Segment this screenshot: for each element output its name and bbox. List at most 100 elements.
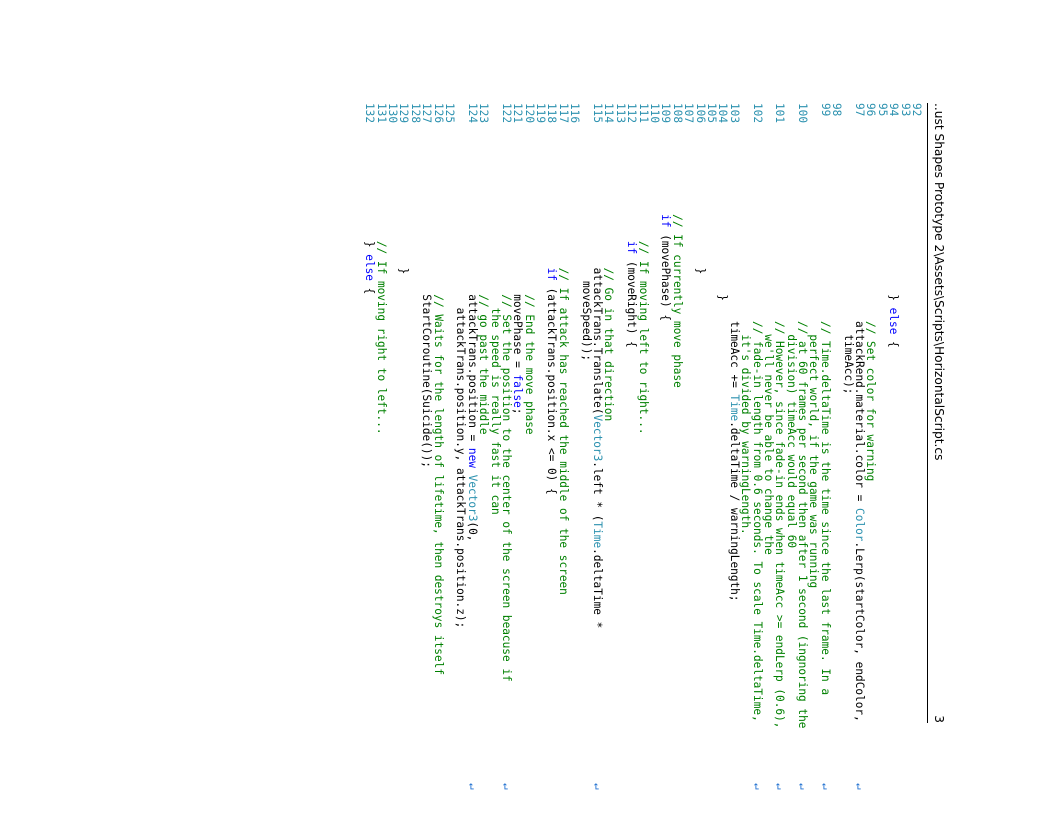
line-number: 94: [887, 103, 901, 117]
line-number: 108: [670, 103, 684, 124]
page-header: ..ust Shapes Prototype 2\Assets\Scripts\…: [927, 103, 946, 723]
line-number: 98: [830, 103, 844, 117]
line-wrap-icon: ↵: [853, 783, 867, 790]
code-text: // Set the position to the center of the…: [499, 134, 513, 689]
code-token: .Lerp(startColor, endColor,: [853, 541, 867, 729]
code-token: (0,: [465, 521, 479, 549]
code-text: we'll never be able to change the: [761, 134, 775, 555]
line-number: 109: [659, 103, 673, 124]
line-number: 100: [796, 103, 810, 124]
code-text: timeAcc += Time.deltaTime / warningLengt…: [727, 134, 741, 602]
code-comment: we'll never be able to change the: [761, 134, 775, 555]
line-wrap-icon: ↵: [796, 783, 810, 790]
line-number: 118: [545, 103, 559, 124]
code-text: // go past the middle: [477, 134, 491, 435]
code-text: movePhase = false;: [511, 134, 525, 415]
code-token: .left * (: [591, 461, 605, 522]
code-text: attackRend.material.color = Color.Lerp(s…: [853, 134, 867, 729]
code-token: {: [887, 334, 901, 348]
code-comment: // Set the position to the center of the…: [499, 134, 513, 689]
code-text: attackTrans.position = new Vector3(0,: [465, 134, 479, 549]
code-token: [546, 134, 559, 268]
code-text: the speed is really fast it can: [488, 134, 502, 515]
line-wrap-icon: ↵: [773, 783, 787, 790]
code-text: timeAcc);: [841, 134, 855, 395]
line-number: 99: [818, 103, 832, 117]
code-text: attackTrans.position.y, attackTrans.posi…: [454, 134, 468, 629]
code-comment: the speed is really fast it can: [488, 134, 502, 515]
code-text: // However, since fade-in ends when time…: [773, 134, 787, 736]
code-token: timeAcc);: [841, 134, 855, 395]
code-text: // If attack has reached the middle of t…: [556, 134, 570, 595]
line-number: 106: [693, 103, 707, 124]
code-comment: perfect world, if the game was running: [807, 134, 821, 589]
code-token: (movePhase) {: [659, 227, 673, 322]
code-token: [466, 468, 479, 475]
code-comment: division) timeAcc would equal 60: [784, 134, 798, 549]
code-comment: // If attack has reached the middle of t…: [556, 134, 570, 595]
code-token: movePhase =: [511, 134, 525, 375]
line-number: 96: [864, 103, 878, 117]
code-text: moveSpeed));: [580, 134, 593, 361]
line-number: 116: [568, 103, 582, 124]
code-text: // If currently move phase: [670, 134, 684, 388]
code-text: // If moving left to right...: [636, 134, 650, 435]
code-comment: // End the move phase: [522, 134, 536, 435]
line-number: 101: [773, 103, 787, 124]
code-token: }: [887, 134, 901, 308]
code-comment: // go past the middle: [477, 134, 491, 435]
code-token: [659, 134, 672, 214]
line-wrap-icon: ↵: [465, 783, 479, 790]
code-comment: // at 60 frames per second then after 1 …: [796, 134, 810, 736]
code-comment: // Waits for the length of lifetime, the…: [431, 134, 445, 675]
line-number: 117: [556, 103, 570, 124]
line-number: 131: [374, 103, 388, 124]
line-number: 132: [363, 103, 377, 124]
code-keyword: if: [545, 267, 559, 281]
code-text: } else {: [363, 134, 376, 294]
code-comment: // If moving left to right...: [636, 134, 650, 435]
code-text: // Set color for warning: [864, 134, 878, 482]
line-number: 127: [420, 103, 434, 124]
line-number: 114: [602, 103, 616, 124]
code-text: }: [694, 134, 707, 275]
code-token: StartCoroutine(Suicide());: [420, 134, 434, 468]
code-text: // Waits for the length of lifetime, the…: [431, 134, 445, 675]
code-type: Vector3: [591, 414, 605, 462]
line-number: 120: [522, 103, 536, 124]
code-type: Color: [853, 508, 867, 542]
code-token: timeAcc +=: [727, 134, 741, 395]
line-number: 105: [704, 103, 718, 124]
code-comment: // Set color for warning: [864, 134, 878, 482]
code-token: ;: [511, 407, 525, 415]
code-text: division) timeAcc would equal 60: [784, 134, 798, 549]
line-number: 102: [750, 103, 764, 124]
line-number: 115: [591, 103, 605, 124]
code-text: // fade-in length from 0.6 seconds. To s…: [750, 134, 764, 729]
code-token: (moveRight) {: [625, 254, 639, 348]
line-number: 119: [534, 103, 548, 124]
line-number: 125: [442, 103, 456, 124]
line-number: 128: [408, 103, 422, 124]
code-text: }: [716, 134, 729, 301]
code-comment: // fade-in length from 0.6 seconds. To s…: [750, 134, 764, 729]
code-text: // End the move phase: [522, 134, 536, 435]
code-token: (attackTrans.position.x <= 0) {: [545, 280, 559, 495]
code-text: perfect world, if the game was running: [807, 134, 821, 589]
line-number: 97: [853, 103, 867, 117]
code-keyword: if: [625, 240, 639, 255]
line-number: 93: [898, 103, 912, 117]
code-token: attackTrans.position.y, attackTrans.posi…: [454, 134, 468, 629]
code-type: Time: [591, 521, 605, 549]
line-number: 130: [386, 103, 400, 124]
code-token: .deltaTime / warningLength;: [727, 421, 741, 602]
line-number: 110: [648, 103, 662, 124]
line-number: 113: [613, 103, 627, 124]
line-wrap-icon: ↵: [499, 783, 513, 790]
code-comment: // If currently move phase: [670, 134, 684, 388]
code-token: attackRend.material.color =: [853, 134, 867, 509]
line-number: 123: [477, 103, 491, 124]
code-comment: // However, since fade-in ends when time…: [773, 134, 787, 736]
